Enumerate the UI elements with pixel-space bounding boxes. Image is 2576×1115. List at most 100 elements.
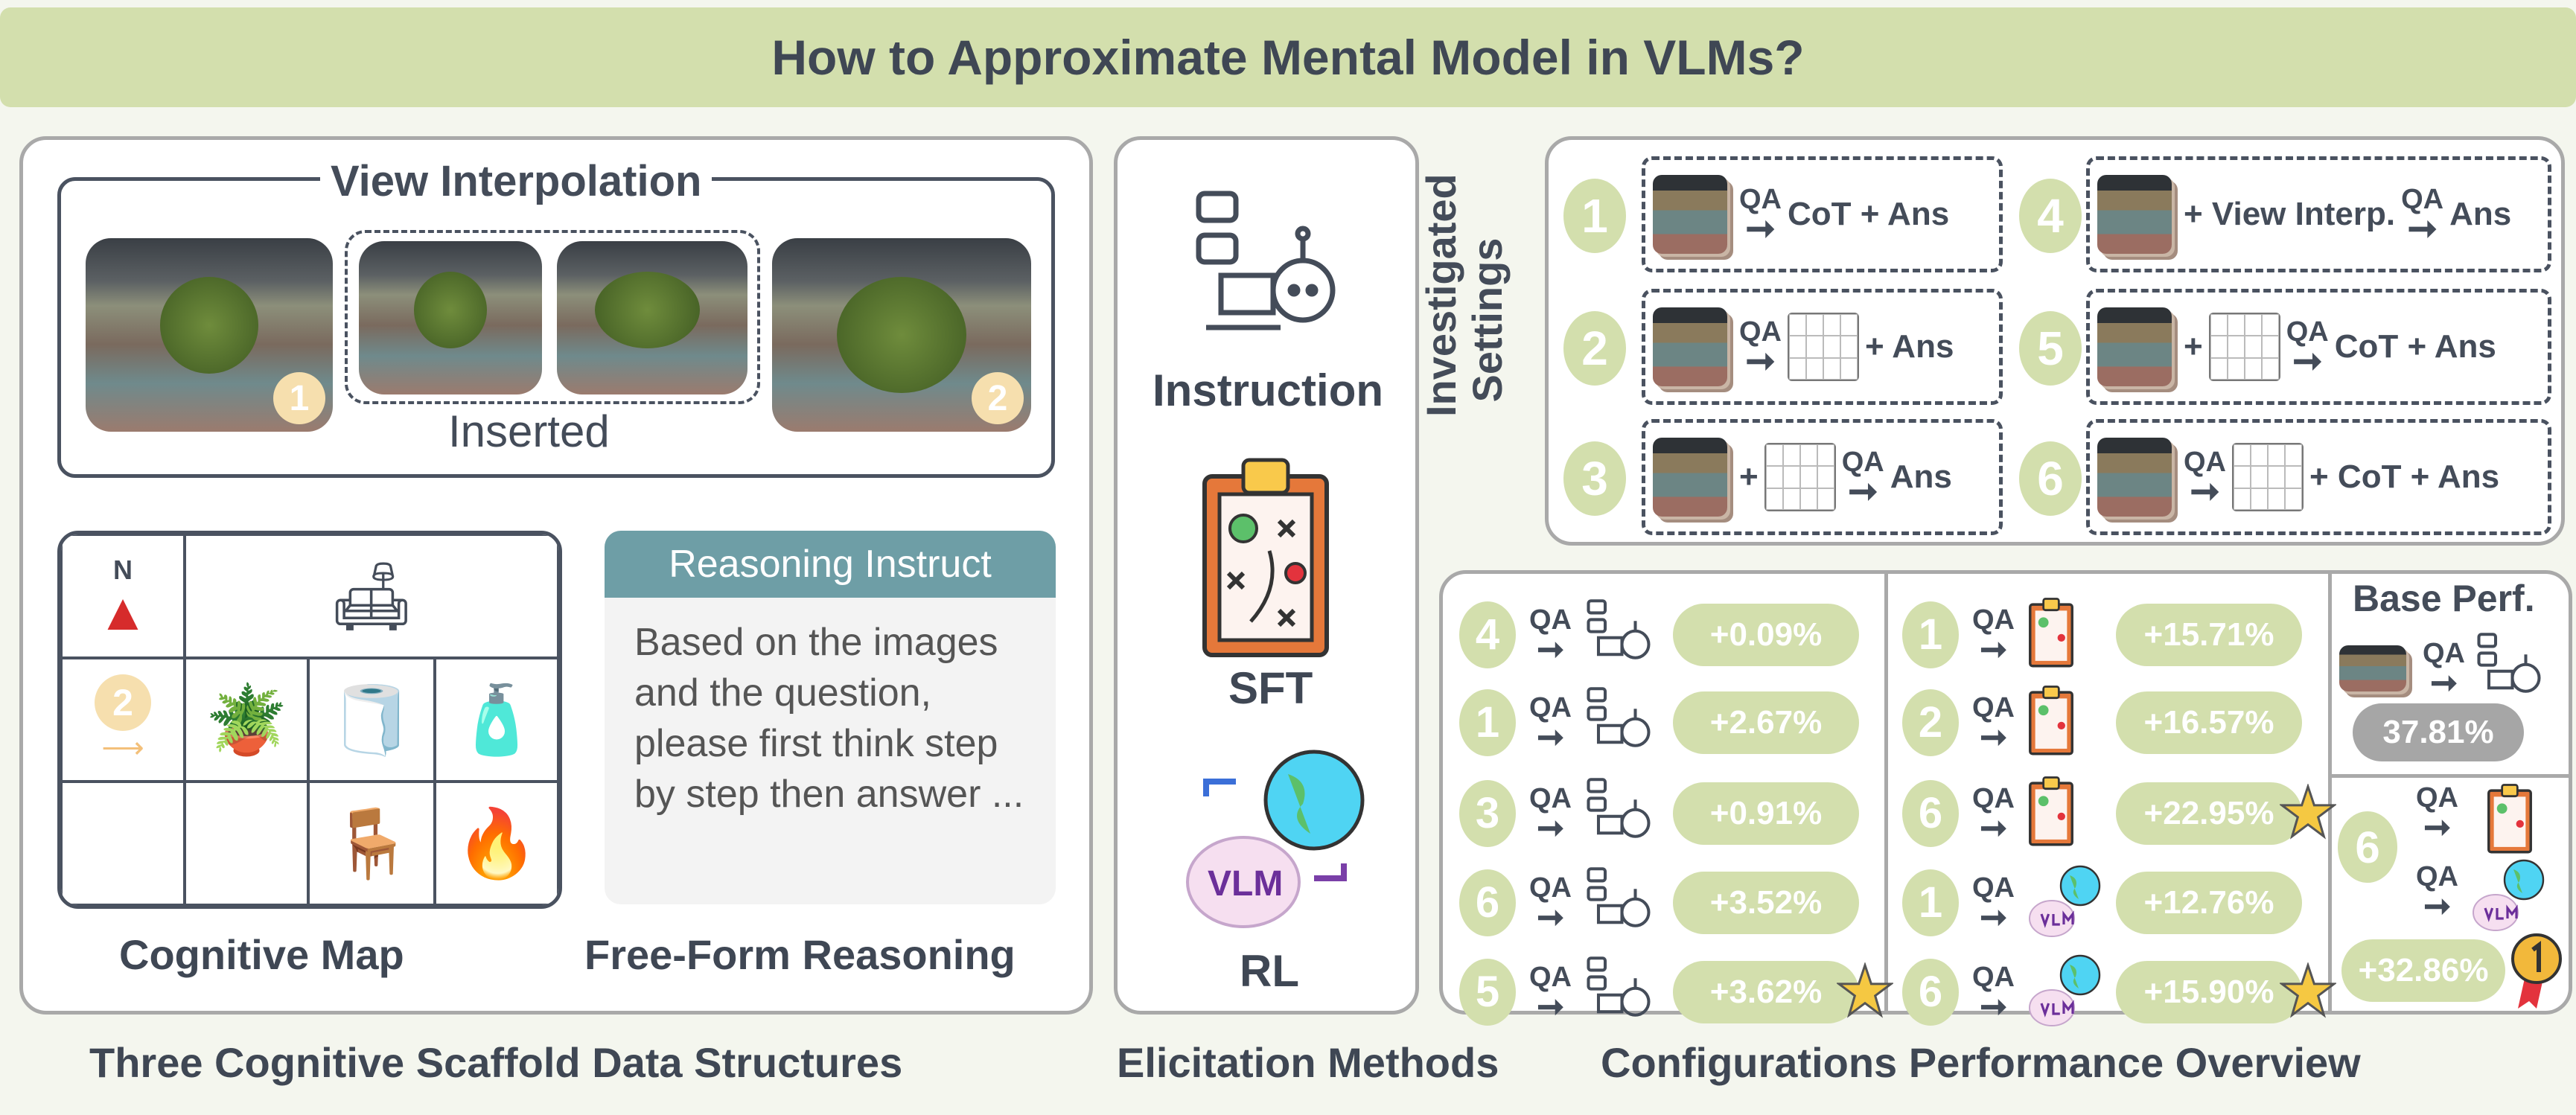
title-banner: How to Approximate Mental Model in VLMs? <box>0 7 2576 107</box>
gold-medal-icon <box>2510 930 2563 1012</box>
setting-number-4: 4 <box>2019 179 2082 253</box>
view-marker-1: 1 <box>273 372 325 424</box>
map-cell <box>2268 488 2285 510</box>
map-cell <box>1806 357 1823 380</box>
perf-value: +3.52% <box>1673 871 1859 934</box>
perf-value-text: +3.62% <box>1709 973 1823 1010</box>
arrow-icon: ➞ <box>2430 664 2458 701</box>
setting-box-3: +QA➞Ans <box>1642 419 2003 535</box>
investigated-settings-title: Investigated Settings <box>1418 173 1511 417</box>
map-cell <box>1782 466 1800 488</box>
qa-arrow: QA➞ <box>1972 962 2015 1025</box>
map-cell <box>1823 314 1840 336</box>
perf-value: +12.76% <box>2116 871 2302 934</box>
perf-value-text: +0.09% <box>1709 616 1823 653</box>
fireplace-icon: 🔥 <box>435 782 558 905</box>
north-cell: N▲ <box>61 534 185 658</box>
setting-text: Ans <box>1890 459 1952 495</box>
star-icon <box>2278 961 2338 1019</box>
map-cell <box>1817 488 1834 510</box>
perf-divider <box>2328 573 2332 1012</box>
perf-row: 2 QA➞ +16.57% <box>1902 683 2302 761</box>
instruction-robot-icon <box>1585 863 1660 942</box>
sofa-icon: 🛋 <box>185 534 558 658</box>
map-cell <box>1817 444 1834 467</box>
setting-text: + Ans <box>1865 328 1954 365</box>
reasoning-instruct-text: Based on the images and the question, pl… <box>634 621 1024 816</box>
inserted-photo-1 <box>359 241 542 394</box>
perf-value: +15.90% <box>2116 960 2338 1023</box>
arrow-icon: ➞ <box>1848 472 1878 511</box>
sft-clipboard-icon <box>2487 782 2533 860</box>
performance-caption: Configurations Performance Overview <box>1601 1039 2361 1086</box>
instruction-robot-icon <box>2475 629 2542 707</box>
star-icon <box>2278 782 2338 840</box>
map-cell <box>2285 444 2302 467</box>
cognitive-map-thumbnail <box>1764 443 1836 511</box>
qa-label: QA <box>1529 604 1572 636</box>
setting-box-2: QA➞+ Ans <box>1642 289 2003 405</box>
qa-label: QA <box>1739 184 1782 215</box>
map-cell <box>1765 488 1783 510</box>
setting-text: + CoT + Ans <box>2309 459 2500 495</box>
empty-cell <box>185 782 308 905</box>
perf-value-text: +0.91% <box>1709 794 1823 831</box>
setting-number: 2 <box>1902 689 1959 756</box>
qa-arrow: QA➞ <box>1972 693 2015 754</box>
map-cell <box>2227 357 2245 380</box>
setting-text: + <box>2184 328 2203 365</box>
best-sft-config: QA➞ <box>2416 783 2458 844</box>
map-cell <box>2251 466 2268 488</box>
perf-value-text: +16.57% <box>2143 703 2274 741</box>
setting-box-5: +QA➞CoT + Ans <box>2086 289 2551 405</box>
view-photo-1: 1 <box>86 238 333 432</box>
arrow-icon: ➞ <box>1980 809 2007 846</box>
perf-value-text: +22.95% <box>2143 794 2274 831</box>
qa-arrow: QA➞ <box>1972 784 2015 846</box>
viewpoint-cell: 2⟶ <box>61 658 185 782</box>
map-cell <box>1782 444 1800 467</box>
map-cell <box>1789 336 1806 358</box>
scaffold-caption: Three Cognitive Scaffold Data Structures <box>89 1039 903 1086</box>
map-cell <box>2244 314 2262 336</box>
rl-vlm-globe-icon <box>2028 863 2102 942</box>
page-title: How to Approximate Mental Model in VLMs? <box>771 30 1805 85</box>
qa-label: QA <box>1529 872 1572 904</box>
setting-text: + <box>1739 459 1759 495</box>
arrow-icon: ➞ <box>1537 718 1564 755</box>
cognitive-map-thumbnail <box>2232 443 2304 511</box>
arrow-icon: ➞ <box>2423 888 2451 924</box>
map-cell <box>2210 336 2228 358</box>
view-marker-2: 2 <box>972 372 1024 424</box>
map-cell <box>1806 314 1823 336</box>
inserted-photo-2 <box>557 241 747 394</box>
empty-cell <box>61 782 185 905</box>
perf-value-text: +15.71% <box>2143 616 2274 653</box>
rl-label: RL <box>1240 946 1299 996</box>
perf-value: +0.09% <box>1673 603 1859 666</box>
perf-value: +3.62% <box>1673 960 1895 1023</box>
best-perf-value: +32.86% <box>2341 939 2505 1002</box>
viewpoint-arrow-icon: ⟶ <box>101 732 144 764</box>
map-cell <box>1799 488 1817 510</box>
sanitizer-bottle-icon: 🧴 <box>435 658 558 782</box>
map-cell <box>1840 336 1858 358</box>
setting-text: CoT + Ans <box>1788 196 1950 232</box>
free-form-reasoning-label: Free-Form Reasoning <box>584 931 1016 978</box>
cognitive-map-thumbnail <box>2208 313 2280 381</box>
arrow-icon: ➞ <box>1980 988 2007 1025</box>
inserted-views-box <box>345 230 760 404</box>
map-cell <box>2227 314 2245 336</box>
setting-box-6: QA➞ + CoT + Ans <box>2086 419 2551 535</box>
rl-vlm-globe-icon <box>2472 857 2546 936</box>
setting-number-2: 2 <box>1563 311 1626 386</box>
setting-number: 1 <box>1902 869 1959 936</box>
instruction-robot-icon <box>1585 953 1660 1031</box>
qa-arrow: QA➞ <box>2184 447 2226 510</box>
qa-label: QA <box>1529 782 1572 814</box>
